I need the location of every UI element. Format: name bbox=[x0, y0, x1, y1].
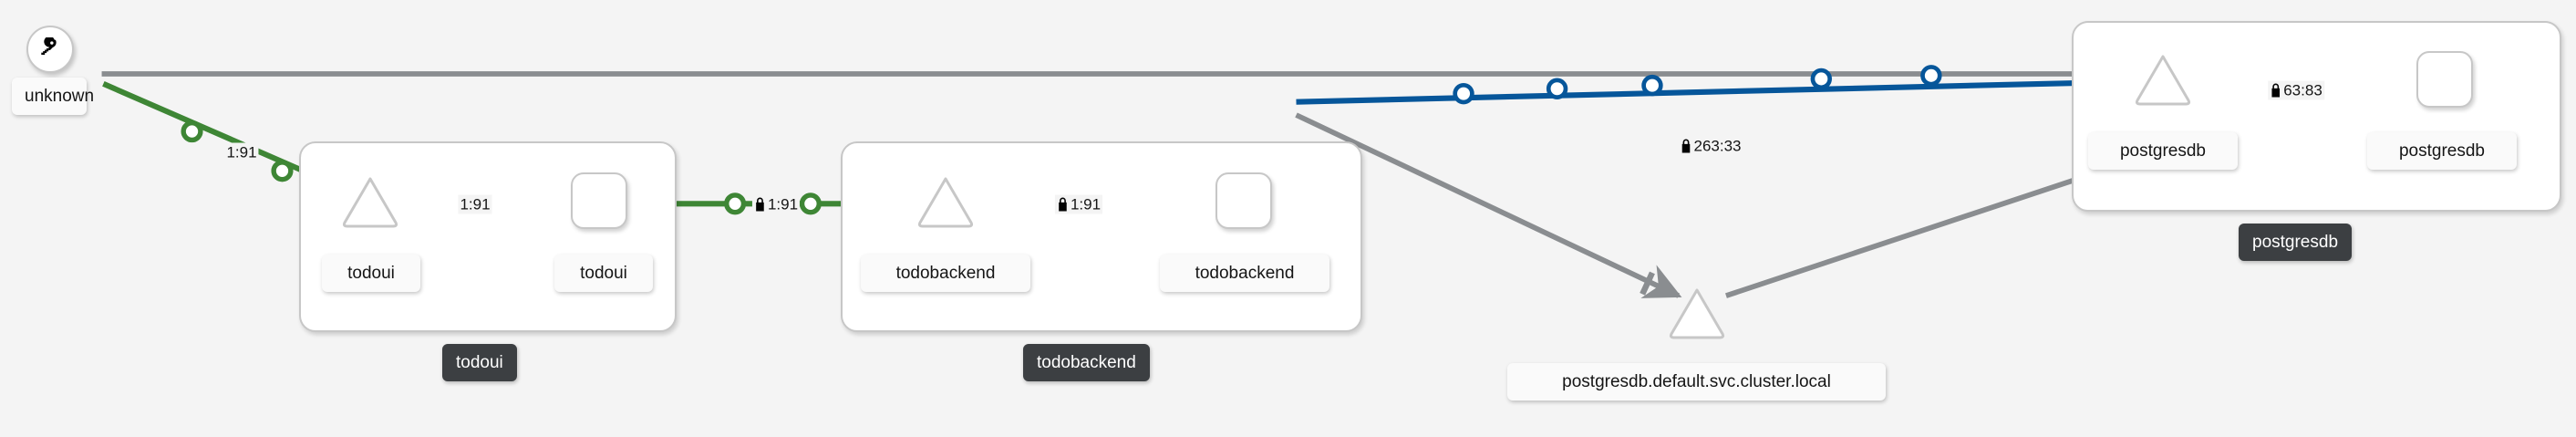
edge-label-text: 263:33 bbox=[1693, 137, 1742, 155]
node-label-postgresdb-service: postgresdb bbox=[2088, 132, 2238, 170]
node-todoui-service[interactable] bbox=[341, 175, 399, 228]
node-postgresdb-app[interactable] bbox=[2416, 51, 2473, 108]
lock-icon bbox=[1681, 139, 1692, 153]
node-postgresdb-local-service[interactable] bbox=[926, 286, 984, 339]
edge-label-todoui-service-app[interactable]: 1:91 bbox=[458, 194, 492, 214]
node-unknown[interactable] bbox=[26, 26, 74, 73]
edge-label-text: 1:91 bbox=[460, 195, 491, 213]
edge-label-text: 1:91 bbox=[1070, 195, 1102, 213]
group-box-todobackend[interactable] bbox=[841, 141, 1362, 332]
node-todobackend-service[interactable] bbox=[916, 175, 975, 228]
edge-label-todobackend-service-app[interactable]: 1:91 bbox=[1054, 194, 1103, 214]
node-label-unknown: unknown bbox=[12, 78, 94, 115]
edge-label-todobackend-postgresdb-tcp[interactable]: 263:33 bbox=[1678, 136, 1743, 156]
edge-label-unknown-todoui[interactable]: 1:91 bbox=[224, 142, 259, 162]
edge-label-todoui-app-todobackend-service[interactable]: 1:91 bbox=[751, 194, 801, 214]
group-box-todoui[interactable] bbox=[299, 141, 677, 332]
node-label-postgresdb-local-service: postgresdb.default.svc.cluster.local bbox=[1507, 363, 1886, 401]
edge-unknown-to-postgresdb-service[interactable] bbox=[101, 55, 2113, 93]
lock-icon bbox=[2270, 83, 2281, 98]
edge-label-text: 1:91 bbox=[767, 195, 799, 213]
node-label-todoui-app: todoui bbox=[554, 255, 653, 292]
edge-label-text: 63:83 bbox=[2283, 81, 2323, 99]
lock-icon bbox=[1057, 197, 1069, 212]
node-label-todobackend-service: todobackend bbox=[861, 255, 1030, 292]
node-postgresdb-local-service-shape[interactable] bbox=[1668, 286, 1726, 339]
node-postgresdb-service[interactable] bbox=[2134, 53, 2192, 106]
group-badge-postgresdb: postgresdb bbox=[2239, 224, 2353, 261]
node-label-todoui-service: todoui bbox=[322, 255, 420, 292]
key-icon bbox=[38, 37, 62, 61]
group-box-postgresdb[interactable] bbox=[2072, 21, 2561, 212]
node-todobackend-app[interactable] bbox=[1216, 172, 1272, 229]
node-label-postgresdb-app: postgresdb bbox=[2367, 132, 2517, 170]
group-badge-todobackend: todobackend bbox=[1023, 344, 1150, 381]
node-label-todobackend-app: todobackend bbox=[1160, 255, 1329, 292]
node-todoui-app[interactable] bbox=[571, 172, 627, 229]
edge-todobackend-app-to-postgresdb-service[interactable] bbox=[1296, 63, 2117, 105]
edge-label-postgresdb-service-app-tcp[interactable]: 63:83 bbox=[2268, 80, 2324, 100]
group-badge-todoui: todoui bbox=[442, 344, 517, 381]
edge-label-text: 1:91 bbox=[226, 143, 257, 161]
lock-icon bbox=[754, 197, 766, 212]
